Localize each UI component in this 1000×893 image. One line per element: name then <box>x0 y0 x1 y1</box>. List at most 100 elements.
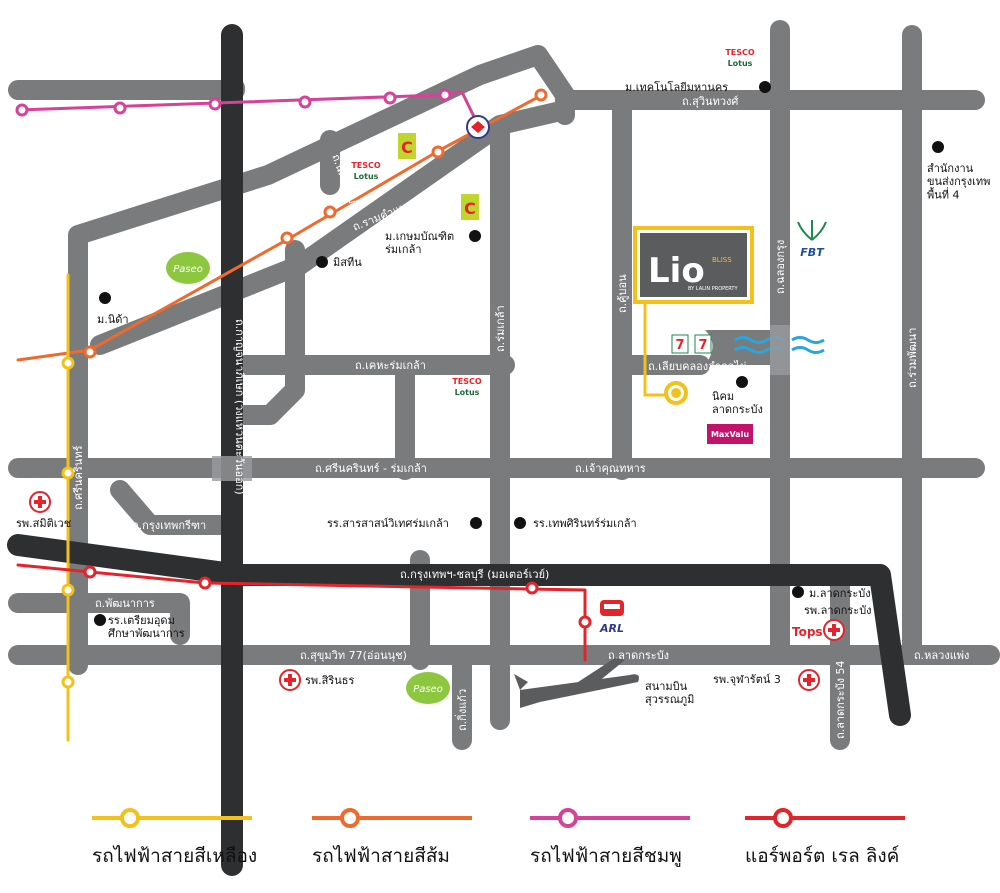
seven-bg <box>671 334 689 354</box>
text-line: สุวรรณภูมิ <box>645 693 694 706</box>
poi-dot <box>316 256 328 268</box>
label-triamudom: รร.เตรียมอุดมศึกษาพัฒนาการ <box>108 614 185 640</box>
legend-item-orange: รถไฟฟ้าสายสีส้ม <box>312 808 472 867</box>
airplane-tail <box>514 674 528 690</box>
label-sarasas: รร.สารสาสน์วิเทศร่มเกล้า <box>327 517 449 530</box>
legend-swatch-station <box>120 808 140 828</box>
orange-station <box>534 88 548 102</box>
interchange-icon <box>466 115 490 139</box>
label-khehar: ถ.เคหะร่มเกล้า <box>355 359 426 372</box>
maxvalu-text: MaxValu <box>711 430 749 439</box>
road-ramkhamhaeng <box>90 100 575 355</box>
red-station <box>578 615 592 629</box>
project-marker: Lio BLISS BY LALIN PROPERTY <box>633 226 754 405</box>
big-c-bg <box>398 133 416 159</box>
pink-station <box>438 88 452 102</box>
poi-dot <box>470 517 482 529</box>
label-krungthepkreetha: ถ.กรุงเทพกรีฑา <box>132 519 206 532</box>
hospital-icon <box>279 669 301 691</box>
pink-station <box>15 103 29 117</box>
legend-label: รถไฟฟ้าสายสีชมพู <box>530 845 682 867</box>
label-nida: ม.นิด้า <box>97 313 129 326</box>
label-motorway: ถ.กรุงเทพฯ-ชลบุรี (มอเตอร์เวย์) <box>400 568 549 581</box>
project-logo-sub1: BLISS <box>712 256 732 264</box>
seven-eleven-logo: 7 <box>671 334 689 354</box>
legend-item-red: แอร์พอร์ต เรล ลิงค์ <box>745 808 905 867</box>
tesco-text: TESCO <box>351 161 381 170</box>
road-sukhumvit-top <box>8 78 245 100</box>
poi-dot <box>514 517 526 529</box>
label-sukhumvit77: ถ.สุขุมวิท 77(อ่อนนุช) <box>300 649 407 662</box>
label-airport: สนามบินสุวรรณภูมิ <box>645 680 694 706</box>
legend-item-yellow: รถไฟฟ้าสายสีเหลือง <box>92 808 257 867</box>
fbt-leaf-icon <box>797 220 827 241</box>
orange-station <box>323 205 337 219</box>
hospital-cross <box>34 496 46 508</box>
overpass-marker <box>212 456 252 481</box>
road-krungthepkreetha <box>110 480 240 535</box>
hospital-icons <box>29 491 845 691</box>
hospital-cross <box>284 674 296 686</box>
label-land-office: สำนักงานขนส่งกรุงเทพพื้นที่ 4 <box>927 162 990 201</box>
project-location-core <box>671 388 681 398</box>
text-line: สนามบิน <box>645 680 688 693</box>
roads-dark <box>7 24 911 876</box>
lotus-text: Lotus <box>728 59 753 68</box>
airplane-body <box>520 674 639 708</box>
label-srinakarin: ถ.ศรีนครินทร์ <box>72 445 85 510</box>
label-sriyhai: ถ.เสรีไทย <box>119 234 166 263</box>
tops-logo: Tops <box>792 625 823 639</box>
big-c-logo: C <box>398 133 416 159</box>
poi-dot <box>792 586 804 598</box>
text-line: ขนส่งกรุงเทพ <box>927 175 990 188</box>
paseo-logo: Paseo <box>406 672 450 704</box>
yellow-station <box>61 356 75 370</box>
label-tech-mahanakorn: ม.เทคโนโลยีมหานคร <box>625 80 728 94</box>
rail-stations <box>15 88 592 689</box>
seven-bg <box>694 334 712 354</box>
label-soi53: ซ.53 <box>735 315 760 328</box>
label-ladkrabang54: ถ.ลาดกระบัง 54 <box>834 660 847 739</box>
legend-label: รถไฟฟ้าสายสีเหลือง <box>92 845 257 867</box>
label-chaokhun: ถ.เจ้าคุณทหาร <box>575 462 646 475</box>
road-motorway <box>7 534 911 726</box>
hospital-cross <box>803 674 815 686</box>
project-pointer <box>643 302 676 397</box>
label-kanchana: ถ.กาญจนาภิเษก (วงแหวนตะวันออก) <box>233 319 246 495</box>
hospital-icon <box>29 491 51 513</box>
red-station <box>83 565 97 579</box>
text-line: นิคม <box>712 390 734 403</box>
orange-station <box>280 231 294 245</box>
airplane-icon <box>514 658 639 708</box>
poi-dot <box>759 81 771 93</box>
text-line: ศึกษาพัฒนาการ <box>108 627 185 640</box>
text-line: ร่มเกล้า <box>385 243 422 256</box>
red-station <box>198 576 212 590</box>
pink-station <box>208 97 222 111</box>
legend-swatch-station <box>558 808 578 828</box>
poi-dot <box>94 614 106 626</box>
poi-dot <box>99 292 111 304</box>
legend-item-pink: รถไฟฟ้าสายสีชมพู <box>530 808 690 867</box>
legend-label: รถไฟฟ้าสายสีส้ม <box>312 845 450 867</box>
label-chalongkrung: ถ.ฉลองกรุง <box>774 240 787 294</box>
label-luangphaeng: ถ.หลวงแพ่ง <box>914 649 969 662</box>
label-mistine: มิสทีน <box>333 256 362 269</box>
label-kukhot: ถ.คู้บอน <box>616 274 629 313</box>
pink-station <box>113 101 127 115</box>
seven-text: 7 <box>675 338 684 353</box>
label-phatthanakan: ถ.พัฒนาการ <box>95 597 155 610</box>
yellow-station <box>61 466 75 480</box>
orange-station <box>431 145 445 159</box>
label-ladkrabang: ถ.ลาดกระบัง <box>608 649 669 662</box>
lotus-text: Lotus <box>455 388 480 397</box>
interchange-symbol <box>471 121 485 133</box>
tesco-lotus-logo: TESCO Lotus <box>351 161 381 181</box>
label-kasem: ม.เกษมบัณฑิตร่มเกล้า <box>385 230 454 256</box>
seven-text: 7 <box>698 338 707 353</box>
label-suvinthawong: ถ.สุวินทวงศ์ <box>682 95 738 108</box>
text-line: รร.เตรียมอุดม <box>108 614 175 627</box>
fbt-text: FBT <box>800 246 825 259</box>
label-ruamphatthana: ถ.ร่วมพัฒนา <box>906 328 919 388</box>
maxvalu-logo: MaxValu <box>707 424 753 444</box>
